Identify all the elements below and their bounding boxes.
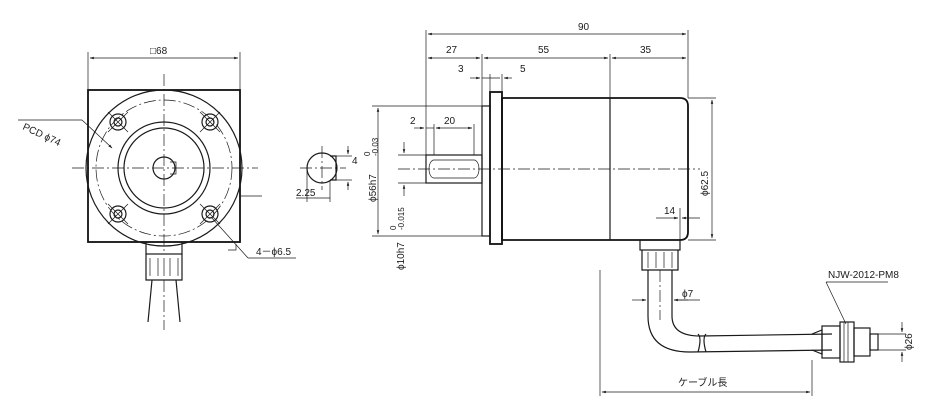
label-pilot-tol-upper: 0	[363, 151, 372, 156]
label-dim20: 20	[444, 116, 456, 127]
connector	[811, 321, 879, 363]
label-sq68: □68	[150, 46, 168, 57]
side-body	[501, 97, 689, 241]
label-dia26: ϕ26	[904, 333, 915, 350]
side-view: 90 27 55 35 3 5 2 20 ϕ56h7 0 -0.03 ϕ10h7…	[363, 22, 915, 396]
bolt-hole-tl	[107, 111, 129, 133]
label-dim27: 27	[446, 45, 458, 56]
label-dia7: ϕ7	[682, 289, 694, 300]
label-pcd: PCD ϕ74	[21, 122, 63, 149]
label-dim35: 35	[640, 45, 652, 56]
label-shaft-tol-lower: -0.015	[397, 207, 406, 230]
side-cable-gland	[639, 239, 681, 271]
side-pilot	[481, 105, 491, 237]
label-dim5: 5	[520, 64, 526, 75]
shaft-section-view: 4 2.25	[296, 146, 358, 202]
label-connector: NJW-2012-PM8	[828, 270, 899, 281]
label-dim14: 14	[664, 206, 676, 217]
front-view: □68 PCD ϕ74 4－ϕ6.5	[18, 46, 296, 330]
bolt-hole-tr	[199, 111, 221, 133]
label-dia625: ϕ62.5	[700, 170, 711, 196]
label-shaft: ϕ10h7	[396, 242, 407, 270]
label-pilot: ϕ56h7	[368, 174, 379, 202]
bolt-hole-br	[199, 203, 221, 225]
cable	[647, 270, 833, 353]
label-dim55: 55	[538, 45, 550, 56]
label-dim3: 3	[458, 64, 464, 75]
label-cable-length: ケーブル長	[678, 376, 727, 389]
label-key225: 2.25	[296, 188, 316, 199]
label-shaft-tol-upper: 0	[389, 225, 398, 230]
label-dim2: 2	[410, 116, 416, 127]
side-flange	[489, 91, 503, 245]
label-key4: 4	[352, 156, 358, 167]
front-cable-gland	[145, 241, 183, 330]
label-pilot-tol-lower: -0.03	[371, 137, 380, 156]
label-holes: 4－ϕ6.5	[256, 247, 292, 258]
label-dim90: 90	[578, 22, 590, 33]
bolt-hole-bl	[107, 203, 129, 225]
